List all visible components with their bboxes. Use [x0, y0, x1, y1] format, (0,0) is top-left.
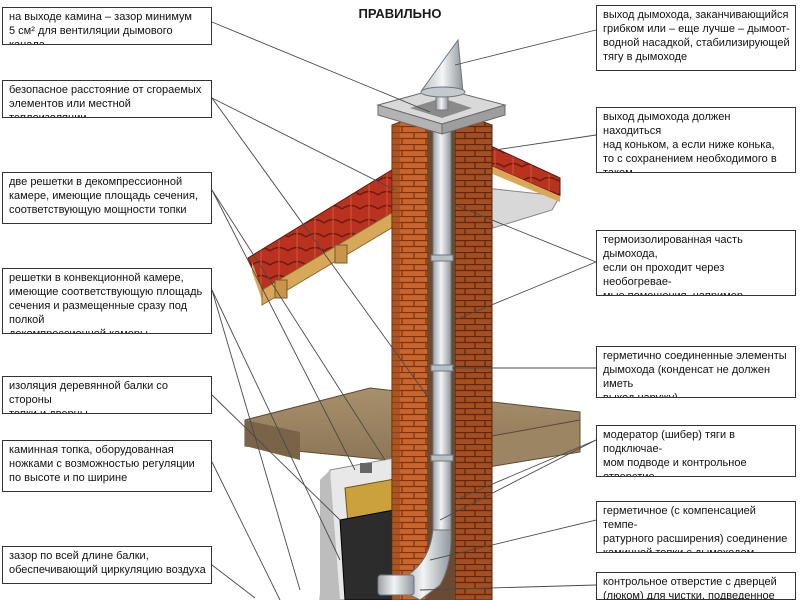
label-fireplace-outlet-gap: на выходе камина – зазор минимум 5 см² д… [2, 7, 212, 45]
label-insulated-section: термоизолированная часть дымохода, если … [596, 230, 796, 296]
label-decompression-grilles: две решетки в декомпрессионной камере, и… [2, 172, 212, 224]
roof [247, 139, 561, 306]
label-beam-gap: зазор по всей длине балки, обеспечивающи… [2, 546, 212, 584]
label-convection-grilles: решетки в конвекционной камере, имеющие … [2, 268, 212, 334]
chimney-brick-right [454, 111, 493, 600]
chimney-brick-left [391, 111, 429, 600]
label-outlet-above-ridge: выход дымохода должен находиться над кон… [596, 107, 796, 173]
label-safe-distance: безопасное расстояние от сгораемых элеме… [2, 80, 212, 118]
diagram-title: ПРАВИЛЬНО [358, 6, 442, 21]
label-beam-insulation: изоляция деревянной балки со стороны топ… [2, 376, 212, 414]
leader-lines [211, 21, 597, 600]
label-cleaning-door: контрольное отверстие с дверцей (люком) … [596, 572, 796, 600]
label-fireplace-insert: каминная топка, оборудованная ножками с … [2, 440, 212, 492]
label-draft-damper: модератор (шибер) тяги в подключае- мом … [596, 425, 796, 477]
label-sealed-connection: герметичное (с компенсацией темпе- ратур… [596, 501, 796, 553]
label-chimney-outlet-cowl: выход дымохода, заканчивающийся грибком … [596, 5, 796, 71]
chimney-cowl [420, 38, 466, 111]
label-sealed-elements: герметично соединенные элементы дымохода… [596, 346, 796, 398]
